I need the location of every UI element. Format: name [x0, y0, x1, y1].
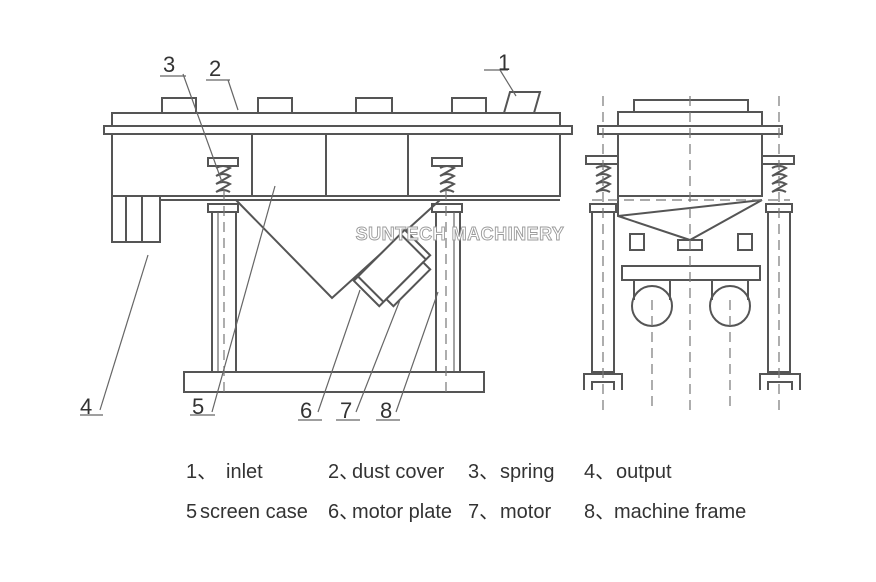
callout-1: 1: [498, 50, 510, 75]
callout-2: 2: [209, 56, 221, 81]
leader-lines: [80, 69, 517, 421]
motor: [352, 228, 432, 308]
legend-label: output: [616, 461, 672, 483]
legend-label: screen case: [200, 501, 308, 523]
front-view: [80, 69, 573, 421]
legend-num: 2、: [328, 461, 359, 483]
legend-num: 6、: [328, 501, 359, 523]
callout-7: 7: [340, 398, 352, 423]
legend-label: dust cover: [352, 461, 445, 483]
callout-5: 5: [192, 394, 204, 419]
legend-num: 4、: [584, 461, 615, 483]
legend-item-dust-cover: 2、 dust cover: [328, 461, 445, 483]
base-plate: [183, 371, 485, 393]
legend-num: 3、: [468, 461, 499, 483]
top-flange: [103, 125, 573, 135]
callout-6: 6: [300, 398, 312, 423]
legend-item-motor-plate: 6、 motor plate: [328, 501, 452, 523]
legend-label: motor: [500, 501, 551, 523]
legend-label: motor plate: [352, 501, 452, 523]
legend-item-machine-frame: 8、 machine frame: [584, 501, 746, 523]
side-view: [583, 96, 801, 410]
dust-cover: [111, 112, 561, 127]
legend-item-motor: 7、 motor: [468, 501, 551, 523]
callout-8: 8: [380, 398, 392, 423]
callout-4: 4: [80, 394, 92, 419]
inlet: [502, 91, 542, 114]
legend-num: 8、: [584, 501, 615, 523]
legend-item-screen-case: 5 screen case: [186, 501, 308, 523]
screen-box: [111, 133, 561, 197]
legend-num: 5: [186, 501, 197, 523]
legend-label: machine frame: [614, 501, 746, 523]
watermark: SUNTECH MACHINERY: [356, 224, 565, 244]
dust-cover-handles: [161, 97, 487, 113]
legend-item-spring: 3、 spring: [468, 461, 554, 483]
legend-num: 1、: [186, 461, 217, 483]
side-spring-left: [589, 165, 617, 213]
side-spring-right: [765, 165, 793, 213]
machine-frame: [183, 211, 485, 393]
callout-3: 3: [163, 52, 175, 77]
legend-item-inlet: 1、 inlet: [186, 461, 263, 483]
output: [111, 195, 161, 243]
legend-label: inlet: [226, 461, 263, 483]
legend-num: 7、: [468, 501, 499, 523]
legend: 1、 inlet 2、 dust cover 3、 spring 4、 outp…: [186, 461, 746, 523]
legend-item-output: 4、 output: [584, 461, 672, 483]
callout-numbers: 1 2 3 4 5 6 7 8: [80, 50, 510, 423]
legend-label: spring: [500, 461, 554, 483]
